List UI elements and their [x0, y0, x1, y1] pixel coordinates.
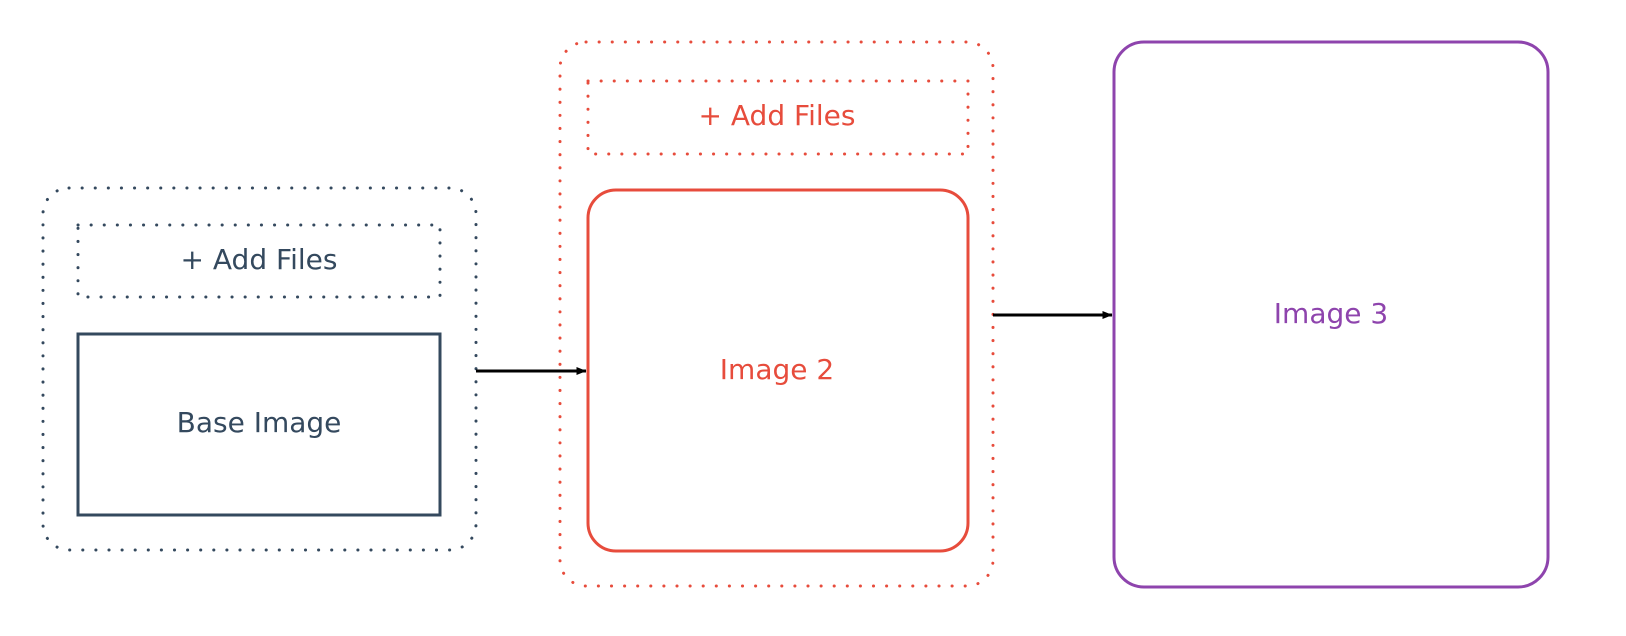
base-add-files-label[interactable]: + Add Files	[181, 243, 338, 276]
base-image-group: + Add Files Base Image	[41, 186, 478, 552]
image3-label: Image 3	[1274, 297, 1388, 330]
base-add-files-zone[interactable]	[76, 223, 442, 299]
image2-group: + Add Files Image 2	[558, 40, 995, 588]
image2-box[interactable]	[586, 188, 970, 553]
base-image-box[interactable]	[76, 332, 442, 517]
image2-add-files-label[interactable]: + Add Files	[699, 99, 856, 132]
image2-label: Image 2	[720, 353, 834, 386]
image3-box[interactable]	[1112, 40, 1550, 589]
image3-group: Image 3	[1112, 40, 1550, 589]
base-image-label: Base Image	[177, 406, 342, 439]
image2-add-files-zone[interactable]	[586, 79, 970, 156]
base-group-dotted-border	[41, 186, 478, 552]
